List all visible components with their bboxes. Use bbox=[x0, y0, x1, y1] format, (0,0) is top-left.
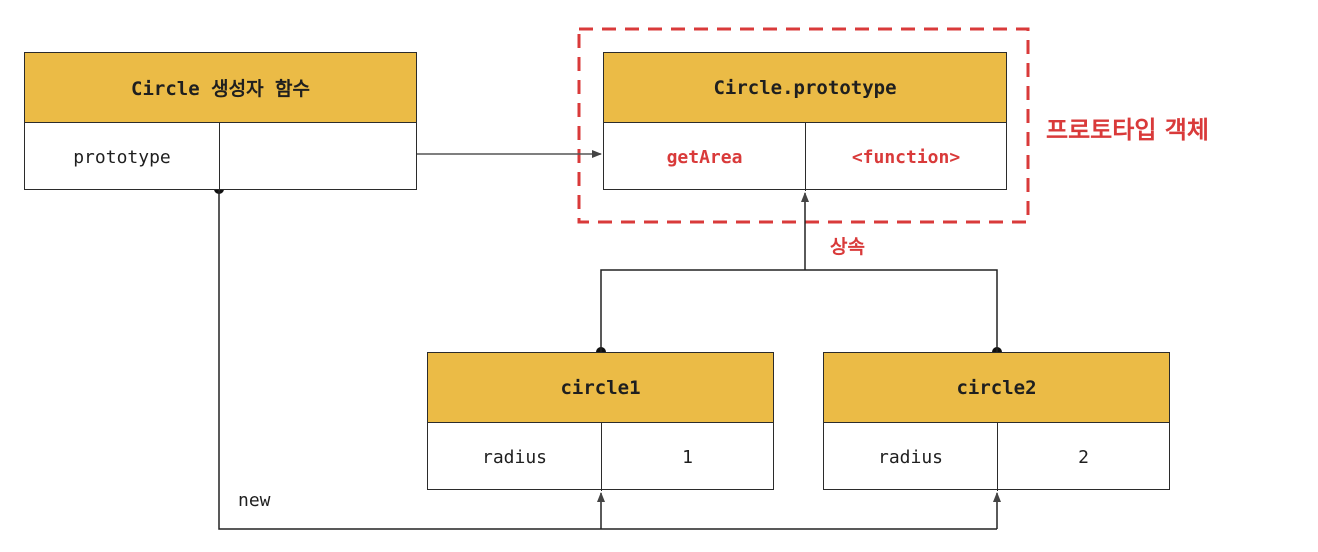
prototype-title: Circle.prototype bbox=[604, 53, 1006, 123]
new-line bbox=[218, 189, 997, 530]
circle1-radius-value: 1 bbox=[682, 446, 693, 468]
constructor-prototype-value bbox=[220, 123, 416, 191]
new-label: new bbox=[238, 490, 271, 511]
prototype-getarea-key: getArea bbox=[604, 123, 806, 191]
circle2-radius-key: radius bbox=[824, 423, 998, 491]
circle2-radius-value: 2 bbox=[1078, 446, 1089, 468]
prototype-box: Circle.prototype getArea <function> bbox=[603, 52, 1007, 191]
circle1-title: circle1 bbox=[428, 353, 773, 423]
constructor-box: Circle 생성자 함수 prototype bbox=[24, 52, 417, 191]
circle1-box: circle1 radius 1 bbox=[427, 352, 774, 491]
prototype-getarea-value: <function> bbox=[851, 146, 961, 168]
circle2-title: circle2 bbox=[824, 353, 1169, 423]
inheritance-line bbox=[600, 269, 998, 352]
circle1-radius-key: radius bbox=[428, 423, 602, 491]
prototype-object-label: 프로토타입 객체 bbox=[1046, 116, 1209, 144]
inheritance-label: 상속 bbox=[830, 236, 865, 258]
constructor-title: Circle 생성자 함수 bbox=[25, 53, 416, 123]
circle2-box: circle2 radius 2 bbox=[823, 352, 1170, 491]
constructor-prototype-key: prototype bbox=[25, 123, 220, 191]
